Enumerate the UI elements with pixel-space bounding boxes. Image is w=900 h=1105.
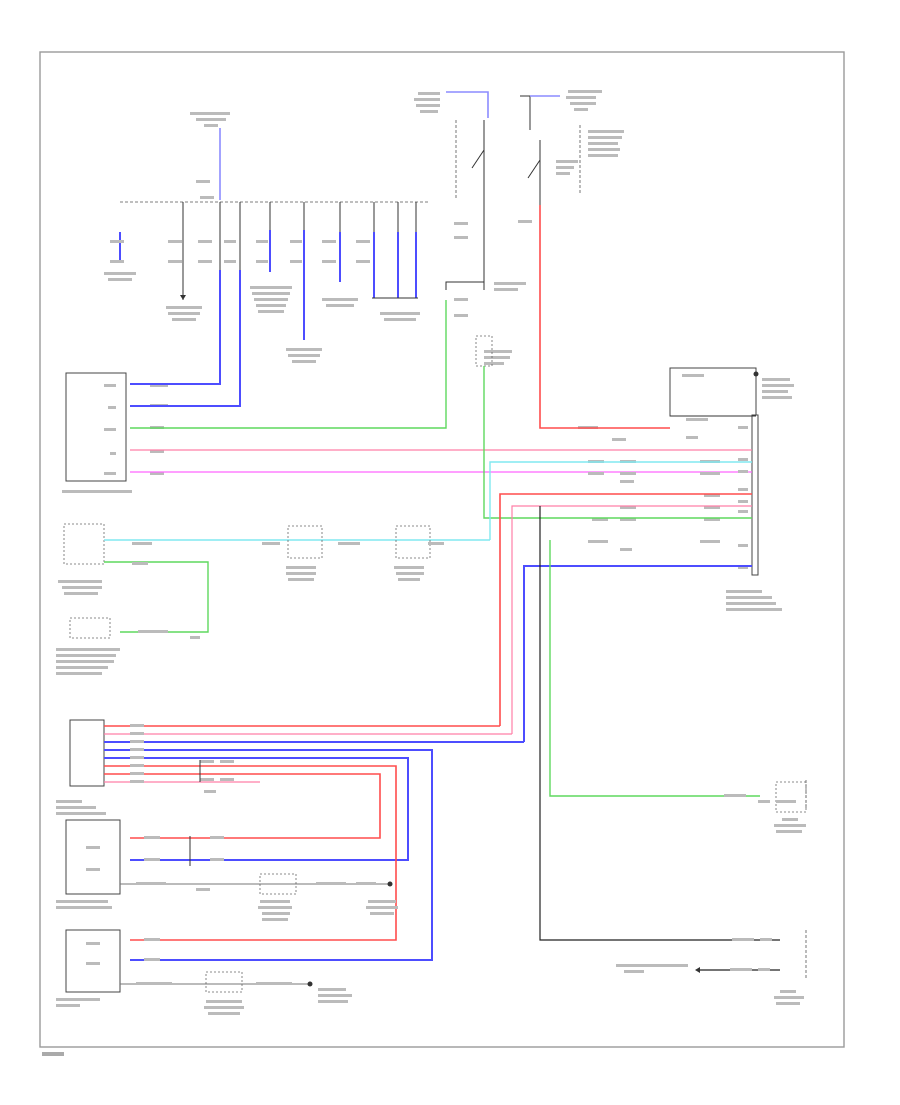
wire-red-main <box>539 205 670 429</box>
top-right-switches <box>414 90 624 367</box>
right-module-connector <box>751 414 759 576</box>
arrow-left-icon <box>695 967 700 973</box>
lower-right <box>539 506 807 1005</box>
mid-component-a <box>287 525 323 559</box>
right-module <box>483 205 794 611</box>
ground-dot-icon <box>753 371 759 377</box>
footer-id <box>42 1052 64 1056</box>
wire-green-a <box>130 300 447 429</box>
wire-blue-b <box>130 270 241 407</box>
wire-green-long <box>549 540 760 797</box>
lower-connector-box <box>69 719 105 787</box>
top-bus-section <box>104 112 430 363</box>
switch-blade-b <box>527 159 541 179</box>
wire-black-long <box>539 506 780 941</box>
wire-cyan-right <box>489 461 752 540</box>
wire-green-left <box>104 561 209 633</box>
lower-module-b <box>65 929 121 993</box>
lower-component-b <box>205 971 243 993</box>
arrow-down-icon <box>180 295 186 300</box>
switch-blade-a <box>471 149 485 169</box>
wire-blue-a <box>130 270 221 385</box>
lower-component-a <box>259 873 297 895</box>
switch-feed-wire <box>446 91 489 118</box>
switch-feed-b <box>520 95 531 130</box>
wire-red-up1 <box>499 493 752 726</box>
wire-blue-l5 <box>104 757 409 861</box>
left-module-box <box>65 372 127 482</box>
wire-green-b <box>483 366 752 519</box>
lower-left <box>56 493 752 1015</box>
lower-module-a <box>65 819 121 895</box>
bus-captions <box>104 112 420 363</box>
left-connector-b <box>69 617 111 639</box>
wire-blue-up3 <box>523 565 752 742</box>
wire-red-l6 <box>104 765 397 941</box>
wire-blue-l4 <box>104 749 433 961</box>
diagram-frame <box>39 51 845 1048</box>
wire-pink-up2 <box>511 505 752 734</box>
right-component-box <box>775 781 807 813</box>
left-module <box>62 270 748 493</box>
wire-red-l7 <box>104 773 381 839</box>
middle-left <box>56 523 490 675</box>
left-connector-a <box>63 523 105 565</box>
center-branch <box>445 281 484 290</box>
mid-component-b <box>395 525 431 559</box>
ground-b-icon <box>307 981 313 987</box>
ground-a-icon <box>387 881 393 887</box>
